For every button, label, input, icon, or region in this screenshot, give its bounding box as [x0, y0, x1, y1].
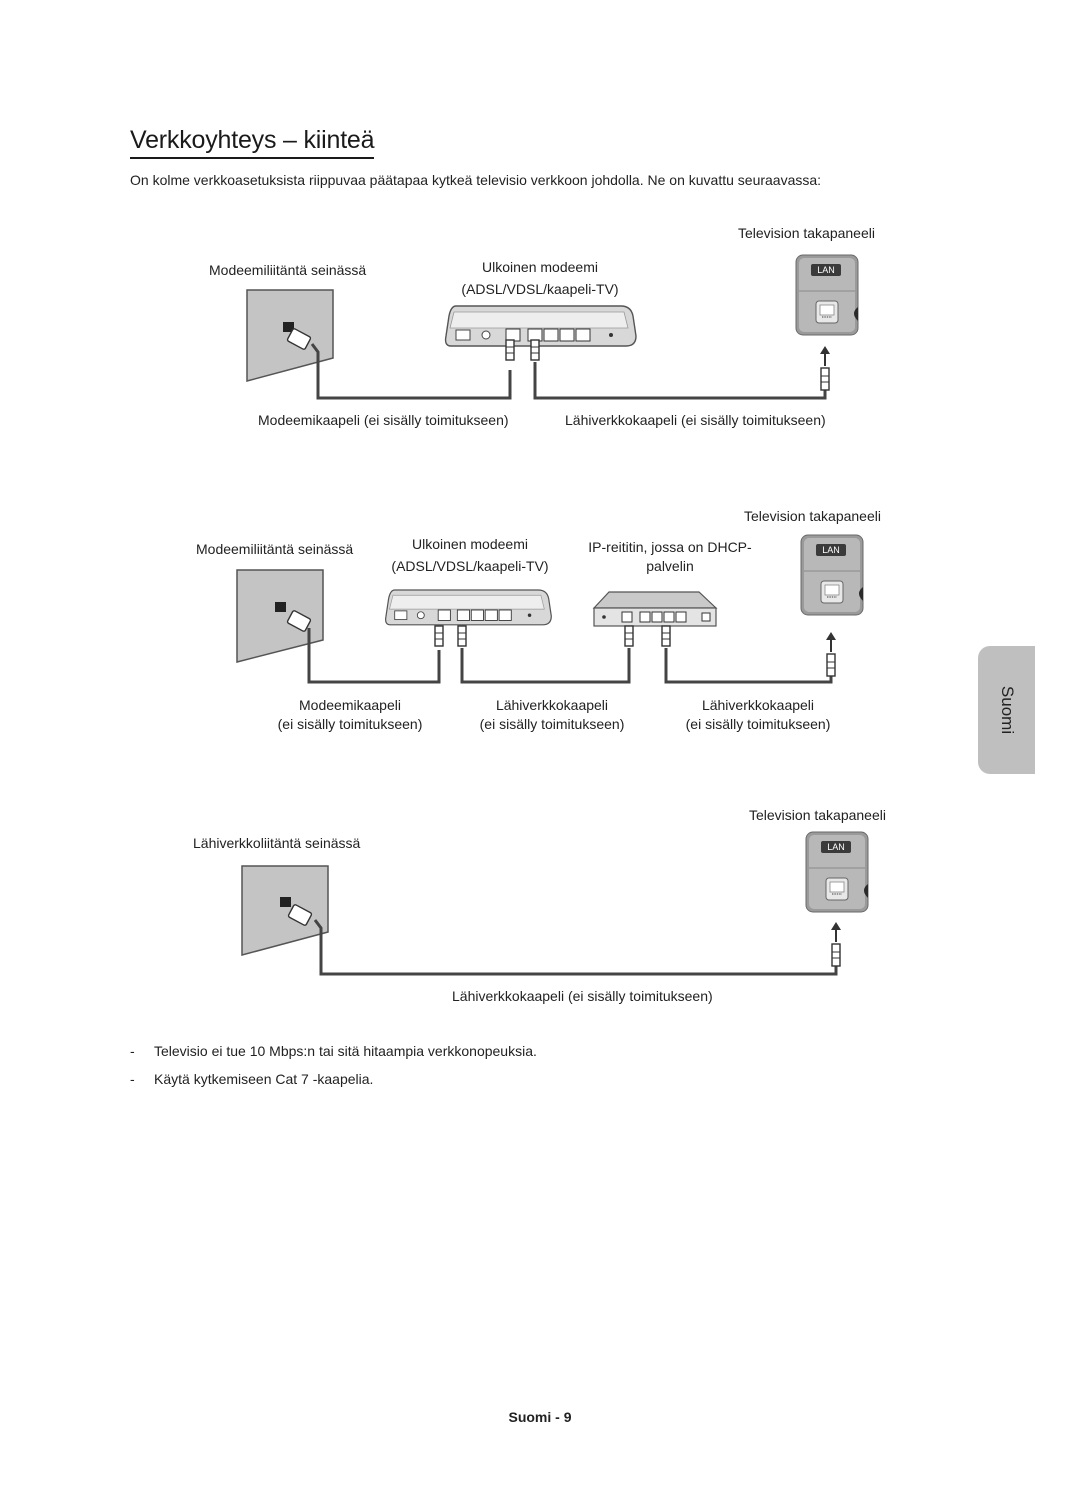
ip-router — [593, 591, 717, 627]
external-modem — [444, 305, 637, 347]
tv-panel-label: Television takapaneeli — [749, 807, 886, 823]
diagram-3 — [241, 831, 869, 976]
tv-panel-label: Television takapaneeli — [738, 225, 875, 241]
note-item: -Käytä kytkemiseen Cat 7 -kaapelia. — [130, 1071, 374, 1087]
lan-badge: LAN — [827, 842, 845, 852]
modem-label: Ulkoinen modeemi — [482, 259, 598, 275]
lan-cable-note: (ei sisälly toimitukseen) — [685, 716, 831, 732]
page-number: Suomi - 9 — [508, 1409, 572, 1425]
page-title: Verkkoyhteys – kiinteä — [130, 126, 375, 159]
modem-cable-label: Modeemikaapeli — [299, 697, 401, 713]
lan-cable-label: Lähiverkkokaapeli (ei sisälly toimitukse… — [565, 412, 826, 428]
modem-type-label: (ADSL/VDSL/kaapeli-TV) — [461, 281, 619, 297]
modem-label: Ulkoinen modeemi — [412, 536, 528, 552]
lan-badge: LAN — [817, 265, 835, 275]
external-modem — [385, 589, 552, 626]
modem-type-label: (ADSL/VDSL/kaapeli-TV) — [391, 558, 549, 574]
lan-cable-label: Lähiverkkokaapeli — [495, 697, 609, 713]
lan-cable-note: (ei sisälly toimitukseen) — [479, 716, 625, 732]
router-label-line2: palvelin — [646, 558, 694, 574]
wall-outlet-label: Modeemiliitäntä seinässä — [196, 541, 354, 557]
tv-panel-label: Television takapaneeli — [744, 508, 881, 524]
language-tab: Suomi — [978, 646, 1035, 774]
intro-text: On kolme verkkoasetuksista riippuvaa pää… — [130, 172, 822, 188]
lan-cable-label: Lähiverkkokaapeli — [701, 697, 815, 713]
wall-outlet-label: Modeemiliitäntä seinässä — [209, 262, 367, 278]
diagram-1 — [246, 254, 859, 400]
wall-outlet — [241, 865, 329, 956]
lan-cable-label: Lähiverkkokaapeli (ei sisälly toimitukse… — [452, 988, 713, 1004]
modem-cable-label: Modeemikaapeli (ei sisälly toimitukseen) — [258, 412, 509, 428]
modem-cable-note: (ei sisälly toimitukseen) — [277, 716, 423, 732]
diagram-2 — [236, 534, 864, 684]
notes-list: -Televisio ei tue 10 Mbps:n tai sitä hit… — [130, 1043, 537, 1099]
lan-badge: LAN — [822, 545, 840, 555]
note-item: -Televisio ei tue 10 Mbps:n tai sitä hit… — [130, 1043, 537, 1059]
wall-outlet-label: Lähiverkkoliitäntä seinässä — [193, 835, 361, 851]
wall-outlet — [236, 569, 324, 663]
router-label: IP-reititin, jossa on DHCP- — [588, 539, 752, 555]
